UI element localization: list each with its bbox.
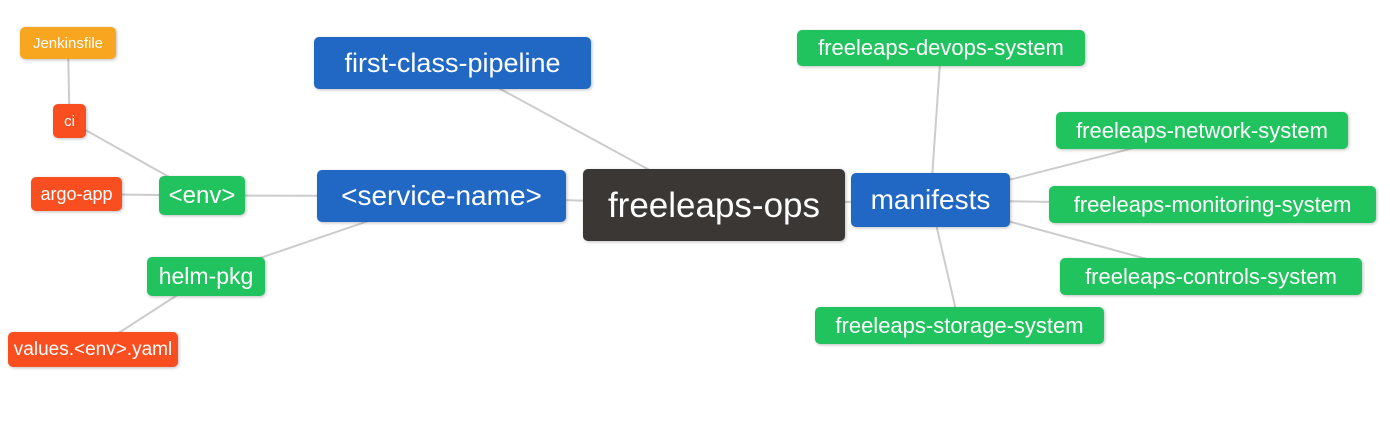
node-freeleaps-network-system[interactable]: freeleaps-network-system: [1056, 112, 1348, 149]
node-freeleaps-monitoring-system[interactable]: freeleaps-monitoring-system: [1049, 186, 1376, 223]
node-jenkinsfile[interactable]: Jenkinsfile: [20, 27, 116, 59]
node-first-class-pipeline[interactable]: first-class-pipeline: [314, 37, 591, 89]
node-freeleaps-storage-system[interactable]: freeleaps-storage-system: [815, 307, 1104, 344]
node-service-name[interactable]: <service-name>: [317, 170, 566, 222]
node-helm-pkg[interactable]: helm-pkg: [147, 257, 265, 296]
node-manifests[interactable]: manifests: [851, 173, 1010, 227]
node-freeleaps-ops[interactable]: freeleaps-ops: [583, 169, 845, 241]
node-freeleaps-controls-system[interactable]: freeleaps-controls-system: [1060, 258, 1362, 295]
node-env[interactable]: <env>: [159, 176, 245, 215]
node-values-env-yaml[interactable]: values.<env>.yaml: [8, 332, 178, 367]
node-ci[interactable]: ci: [53, 104, 86, 138]
node-freeleaps-devops-system[interactable]: freeleaps-devops-system: [797, 30, 1085, 66]
node-argo-app[interactable]: argo-app: [31, 177, 122, 211]
